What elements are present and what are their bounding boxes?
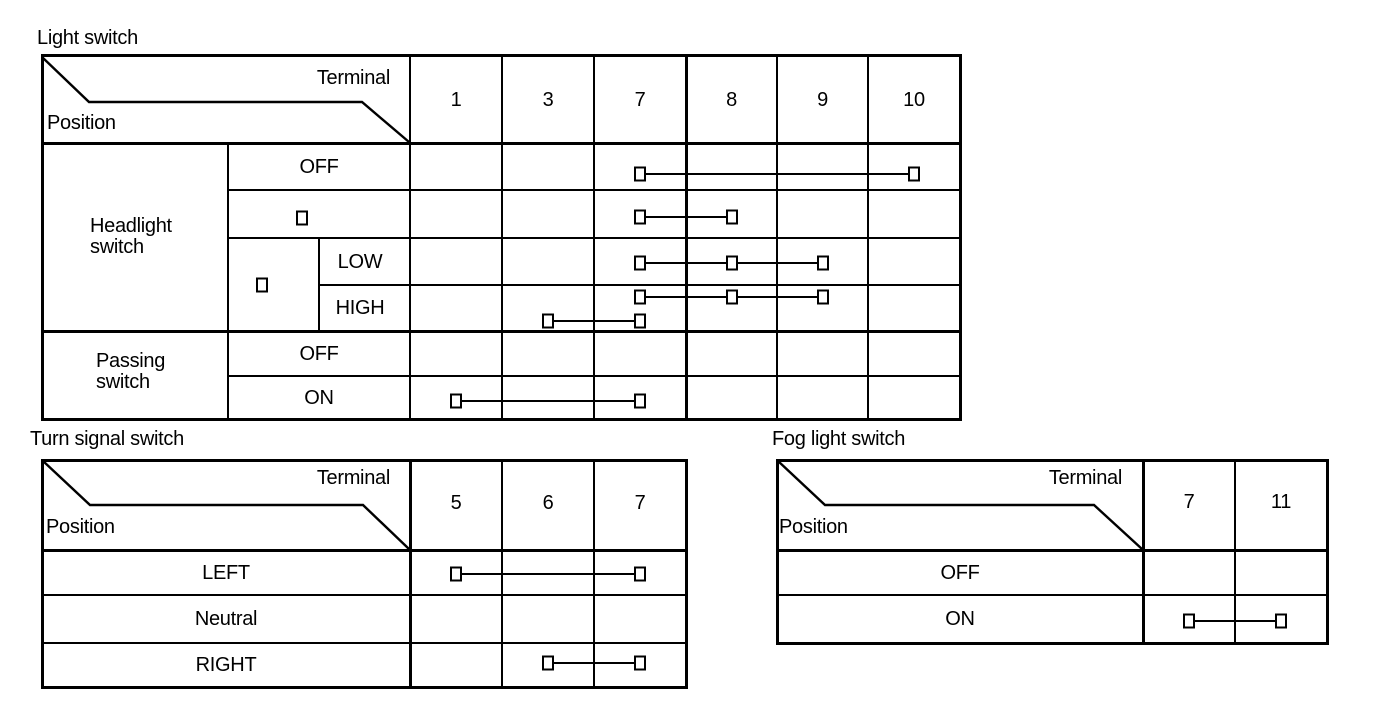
table-border-line — [775, 458, 779, 645]
row-group-label-headlight-switch: Headlight switch — [90, 215, 172, 258]
row-label-headlight-high: HIGH — [335, 297, 385, 319]
table-border-line — [501, 53, 503, 421]
table-border-line — [42, 458, 686, 462]
table-border-line — [42, 685, 686, 689]
terminal-connector-square — [450, 566, 462, 582]
table-border-line — [684, 53, 688, 421]
table-title-turn-signal-switch: Turn signal switch — [30, 428, 184, 450]
row-label-passing-on: ON — [304, 387, 334, 409]
terminal-header-9: 9 — [817, 89, 828, 111]
terminal-connector-square — [450, 393, 462, 409]
terminal-connector-square — [634, 566, 646, 582]
header-diagonal-divider — [41, 56, 410, 143]
row-label-turn-left: LEFT — [202, 562, 250, 584]
table-border-line — [40, 458, 44, 689]
table-border-line — [42, 642, 686, 644]
terminal-header-7: 7 — [634, 492, 646, 514]
table-border-line — [42, 594, 686, 596]
table-border-line — [1234, 458, 1236, 645]
table-border-line — [227, 141, 229, 421]
table-border-line — [867, 53, 869, 421]
table-border-line — [1141, 458, 1145, 645]
row-label-passing-off: OFF — [299, 343, 339, 365]
terminal-connector-square — [634, 393, 646, 409]
table-title-light-switch: Light switch — [37, 27, 138, 49]
table-border-line — [409, 53, 411, 421]
terminal-connector-square — [816, 255, 829, 271]
table-border-line — [777, 641, 1327, 645]
terminal-connector-square — [725, 289, 738, 305]
terminal-header-1: 1 — [450, 89, 462, 111]
corner-position-label: Position — [779, 516, 848, 538]
terminal-connector-square — [634, 655, 646, 671]
table-border-line — [319, 284, 960, 286]
continuity-line — [640, 173, 914, 175]
row-label-headlight-low: LOW — [337, 251, 383, 273]
continuity-line — [456, 573, 640, 575]
terminal-connector-square — [634, 166, 646, 182]
table-border-line — [593, 53, 595, 421]
row-label-turn-right: RIGHT — [195, 654, 257, 676]
table-border-line — [1325, 458, 1329, 645]
terminal-header-10: 10 — [903, 89, 925, 111]
headlamp-position-symbol-icon — [256, 277, 268, 293]
corner-position-label: Position — [46, 516, 115, 538]
table-border-line — [777, 548, 1327, 552]
terminal-connector-square — [542, 313, 554, 329]
continuity-line — [548, 662, 640, 664]
row-label-headlight-off: OFF — [299, 156, 339, 178]
terminal-connector-square — [725, 209, 738, 225]
row-label-turn-neutral: Neutral — [194, 608, 258, 630]
tail-lamp-position-symbol-icon — [296, 210, 308, 226]
continuity-line — [548, 320, 640, 322]
terminal-header-8: 8 — [726, 89, 737, 111]
terminal-connector-square — [908, 166, 920, 182]
terminal-connector-square — [634, 255, 646, 271]
table-border-line — [958, 53, 962, 421]
terminal-header-7: 7 — [634, 89, 646, 111]
corner-terminal-label: Terminal — [1048, 467, 1122, 489]
terminal-header-11: 11 — [1270, 491, 1292, 513]
row-label-fog-on: ON — [945, 608, 975, 630]
table-border-line — [777, 458, 1327, 462]
terminal-header-3: 3 — [542, 89, 554, 111]
table-title-fog-light-switch: Fog light switch — [772, 428, 906, 450]
terminal-connector-square — [634, 289, 646, 305]
table-border-line — [40, 53, 44, 421]
table-border-line — [408, 458, 412, 689]
table-border-line — [777, 594, 1327, 596]
terminal-connector-square — [725, 255, 738, 271]
terminal-connector-square — [634, 209, 646, 225]
terminal-header-5: 5 — [450, 492, 462, 514]
row-label-fog-off: OFF — [940, 562, 980, 584]
terminal-connector-square — [1183, 613, 1195, 629]
corner-position-label: Position — [47, 112, 116, 134]
terminal-connector-square — [1275, 613, 1287, 629]
table-border-line — [684, 458, 688, 689]
table-border-line — [318, 236, 320, 333]
header-diagonal-divider — [42, 460, 410, 550]
terminal-connector-square — [542, 655, 554, 671]
terminal-connector-square — [816, 289, 829, 305]
table-border-line — [776, 53, 778, 421]
continuity-line — [1189, 620, 1281, 622]
row-group-label-passing-switch: Passing switch — [96, 350, 166, 393]
terminal-header-7: 7 — [1183, 491, 1195, 513]
corner-terminal-label: Terminal — [316, 67, 390, 89]
header-diagonal-divider — [777, 460, 1143, 550]
continuity-line — [456, 400, 640, 402]
continuity-line — [640, 216, 732, 218]
table-border-line — [42, 548, 686, 552]
corner-terminal-label: Terminal — [316, 467, 390, 489]
terminal-header-6: 6 — [542, 492, 554, 514]
terminal-connector-square — [634, 313, 646, 329]
